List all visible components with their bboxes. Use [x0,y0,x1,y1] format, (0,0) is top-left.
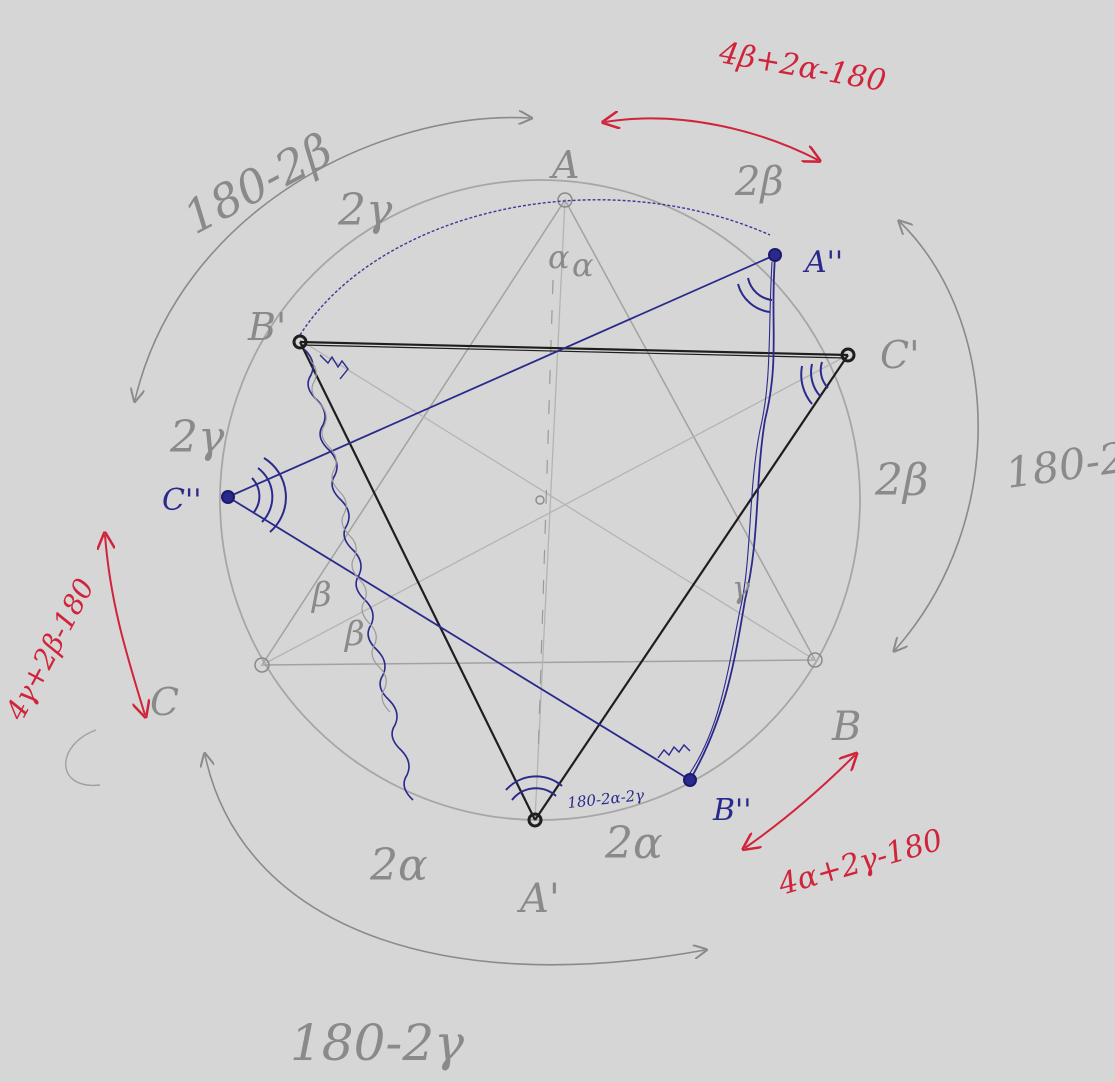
angle-arcs-a-double-prime [737,277,773,313]
small-arc-bottom-left [65,729,101,786]
arrow-bottom [205,755,705,966]
angle-label-alpha-2: α [572,246,594,284]
label-b-prime: B' [247,305,286,349]
angle-arcs-c-prime [800,361,829,405]
triangle-abc [260,198,817,666]
arrow-right [895,222,979,650]
red-arrows [105,118,855,848]
angle-arcs-c-double-prime [251,457,287,533]
wavy-mark-b-prime-a-prime [304,349,414,801]
center-point [535,495,545,505]
red-arrow-left [105,535,145,715]
arc-label-2alpha-bottom-left: 2α [369,840,428,891]
arc-label-2gamma-left: 2γ [169,412,225,463]
angle-label-beta-1: β [310,575,332,615]
label-b: B [831,704,861,750]
outer-arrows [135,118,979,966]
arc-label-2gamma-top: 2γ [337,185,393,236]
arc-label-2alpha-bottom-right: 2α [604,818,663,869]
label-a-double-prime: A'' [802,245,843,280]
axis-dashed [537,279,554,761]
label-b-double-prime: B'' [712,793,752,828]
zigzag-mark-b-double-prime [657,743,691,759]
arc-label-2beta-top: 2β [734,159,784,205]
angle-label-beta-2: β [343,614,365,654]
label-c-prime: C' [880,333,920,377]
arrow-top-left [135,118,530,400]
red-arrow-top [605,118,818,160]
label-a: A [549,143,579,187]
label-c-double-prime: C'' [162,483,201,518]
wavy-mark-b-prime-a-prime-pencil [309,359,391,713]
angle-label-alpha-1: α [548,238,570,276]
label-a-prime: A' [516,876,560,922]
outer-label-bottom: 180-2γ [290,1014,464,1072]
red-arrow-bottom-right [745,755,855,848]
arc-label-2beta-right: 2β [874,455,928,506]
label-c: C [150,680,179,724]
vertex-markers-abc [254,192,823,673]
angle-label-gamma: γ [732,571,750,606]
